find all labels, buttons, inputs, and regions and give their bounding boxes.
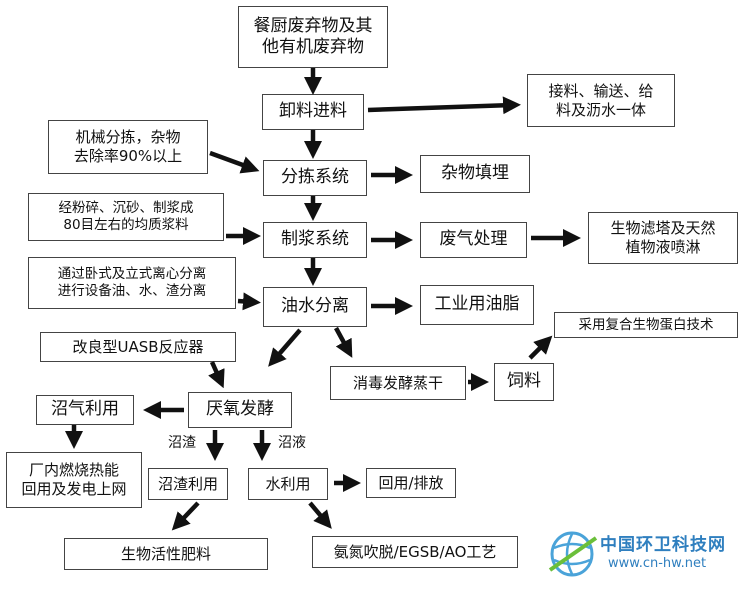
biogas-use-box: 沼气利用 — [36, 395, 134, 425]
sterilize-box: 消毒发酵蒸干 — [330, 366, 466, 400]
watermark-url: www.cn-hw.net — [608, 556, 707, 571]
unloading-box: 卸料进料 — [262, 94, 364, 130]
fertilizer-box: 生物活性肥料 — [64, 538, 268, 570]
sorting-note-box: 机械分拣，杂物 去除率90%以上 — [48, 120, 208, 174]
arrow-feed-to-protein — [528, 335, 553, 360]
pulping-box: 制浆系统 — [263, 222, 367, 258]
water-use-box: 水利用 — [248, 468, 328, 500]
industrial-oil-box: 工业用油脂 — [420, 285, 534, 325]
separation-note-box: 通过卧式及立式离心分离 进行设备油、水、渣分离 — [28, 257, 236, 309]
liquid-label: 沼液 — [278, 435, 306, 451]
feed-box: 饲料 — [494, 363, 554, 401]
globe-icon — [548, 531, 598, 577]
uasb-box: 改良型UASB反应器 — [40, 332, 236, 362]
ammonia-box: 氨氮吹脱/EGSB/AO工艺 — [312, 536, 518, 568]
arrow-oilwater-to-sterilize — [334, 326, 353, 358]
protein-tech-box: 采用复合生物蛋白技术 — [554, 312, 738, 338]
gas-treatment-box: 废气处理 — [420, 222, 527, 258]
anaerobic-box: 厌氧发酵 — [188, 392, 292, 428]
residue-label: 沼渣 — [168, 435, 196, 451]
arrow-note-to-sorting — [209, 150, 260, 174]
landfill-box: 杂物填埋 — [420, 155, 530, 193]
sorting-box: 分拣系统 — [263, 160, 367, 196]
arrow-note-to-oilwater — [237, 292, 261, 311]
integrated-box: 接料、输送、给 料及沥水一体 — [527, 74, 675, 127]
residue-use-box: 沼渣利用 — [148, 468, 228, 500]
reuse-box: 回用/排放 — [366, 468, 456, 498]
watermark-title: 中国环卫科技网 — [600, 535, 726, 555]
arrow-residue-to-fertilizer — [171, 501, 200, 531]
biofilter-box: 生物滤塔及天然 植物液喷淋 — [588, 212, 738, 264]
watermark-logo: 中国环卫科技网 www.cn-hw.net — [548, 526, 748, 586]
kitchen-waste-box: 餐厨废弃物及其 他有机废弃物 — [238, 6, 388, 68]
arrow-water-to-ammonia — [308, 501, 332, 529]
pulping-note-box: 经粉碎、沉砂、制浆成 80目左右的均质浆料 — [28, 193, 224, 241]
oil-water-box: 油水分离 — [263, 287, 367, 327]
arrow-oilwater-to-anaerobic — [268, 328, 302, 367]
arrow-uasb-to-anaerobic — [208, 361, 225, 389]
plant-use-box: 厂内燃烧热能 回用及发电上网 — [6, 452, 142, 508]
arrow-unloading-to-integrated — [367, 96, 521, 115]
